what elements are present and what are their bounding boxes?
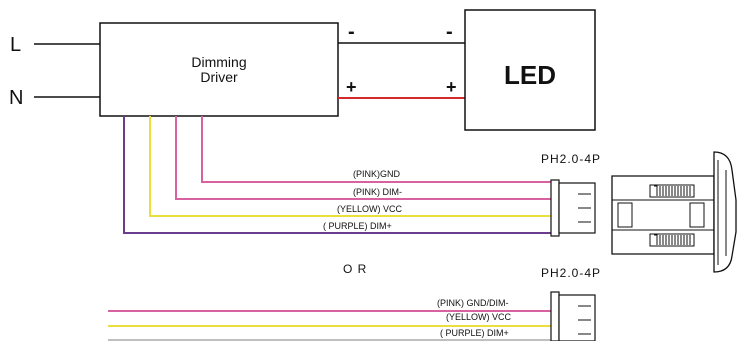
- bottom-wire-label-pink-gnd-dim-minus: (PINK) GND/DIM-: [437, 298, 509, 308]
- pink-dim-minus-wire: [175, 116, 551, 200]
- connector-top: [550, 179, 596, 237]
- driver-plus-sign: +: [346, 77, 357, 97]
- connector-mating-drawing: [611, 151, 737, 273]
- neutral-label: N: [9, 87, 23, 109]
- connector-bottom-model-label: PH2.0-4P: [541, 266, 601, 280]
- wire-label-purple-dim-plus: ( PURPLE) DIM+: [323, 221, 392, 231]
- led-plus-sign: +: [446, 77, 457, 97]
- led-label: LED: [504, 60, 556, 90]
- or-separator: O R: [343, 262, 367, 276]
- wire-label-pink-dim-minus: (PINK) DIM-: [353, 187, 402, 197]
- live-label: L: [10, 34, 21, 56]
- yellow-vcc-wire: [149, 116, 551, 217]
- connector-bottom: [550, 291, 596, 341]
- pink-gnd-wire: [201, 116, 551, 183]
- driver-label-line1: Dimming: [191, 54, 246, 70]
- driver-label-line2: Driver: [200, 69, 238, 85]
- dimming-driver-box: [99, 22, 339, 117]
- led-minus-sign: -: [446, 21, 453, 43]
- led-box: [464, 9, 596, 131]
- purple-dim-plus-wire: [123, 116, 551, 234]
- wire-label-yellow-vcc: (YELLOW) VCC: [337, 204, 403, 214]
- bottom-wire-label-purple-dim-plus: ( PURPLE) DIM+: [440, 328, 509, 338]
- connector-top-model-label: PH2.0-4P: [541, 152, 601, 166]
- wire-label-pink-gnd: (PINK)GND: [353, 169, 401, 179]
- driver-minus-sign: -: [348, 21, 355, 43]
- bottom-wire-label-yellow-vcc: (YELLOW) VCC: [446, 312, 512, 322]
